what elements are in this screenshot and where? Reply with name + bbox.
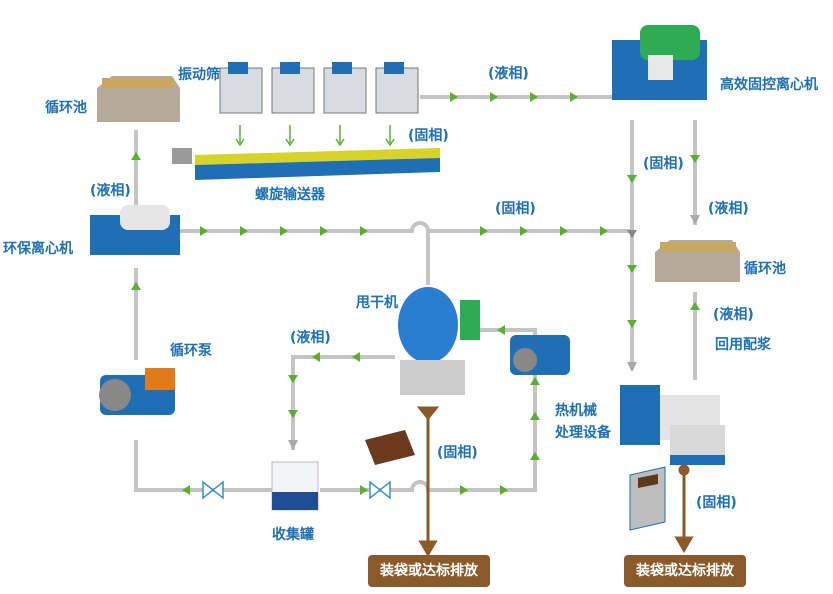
vibrating-screens	[219, 62, 419, 114]
valve-icon	[202, 480, 224, 500]
solids-pile	[365, 430, 415, 465]
pipe-bottom-left	[134, 440, 272, 492]
thermal-equipment	[620, 385, 725, 465]
phase-liquid-reuse: (液相)	[713, 307, 754, 323]
label-screw-conveyor: 螺旋输送器	[255, 187, 325, 203]
phase-solid-bag: (固相)	[696, 495, 737, 511]
phase-solid-right: (固相)	[643, 156, 684, 172]
bulk-bag	[629, 466, 666, 531]
screw-conveyor	[172, 148, 440, 180]
phase-liquid-left: (液相)	[90, 183, 131, 199]
dryer	[398, 287, 480, 395]
circulating-tank-right	[655, 240, 740, 282]
valve-icon	[369, 480, 391, 500]
pipe-middle	[178, 221, 632, 233]
pump-right	[510, 335, 570, 375]
collection-tank	[271, 461, 319, 511]
phase-liquid-right: (液相)	[708, 201, 749, 217]
label-circulating-tank-left: 循环池	[45, 100, 87, 116]
high-efficiency-centrifuge	[612, 25, 707, 100]
phase-liquid-dryer: (液相)	[290, 330, 331, 346]
circulating-tank-left	[97, 76, 180, 122]
discharge-box-right: 装袋或达标排放	[624, 555, 746, 587]
env-centrifuge	[90, 205, 180, 255]
label-circulating-pump: 循环泵	[170, 343, 212, 359]
label-dryer: 甩干机	[356, 295, 398, 311]
label-collection-tank: 收集罐	[272, 527, 314, 543]
phase-solid-bottom: (固相)	[437, 445, 478, 461]
flow-arrows	[131, 92, 700, 495]
circulating-pump-left	[99, 368, 175, 415]
phase-solid-screens: (固相)	[408, 128, 449, 144]
discharge-box-left: 装袋或达标排放	[368, 555, 490, 587]
label-reuse: 回用配浆	[715, 337, 771, 353]
label-vibrating-screen: 振动筛	[178, 67, 220, 83]
pipe-dryer-liquid	[291, 355, 395, 450]
label-env-centrifuge: 环保离心机	[3, 241, 73, 257]
phase-solid-middle: (固相)	[495, 201, 536, 217]
phase-liquid-top: (液相)	[488, 66, 529, 82]
label-circulating-tank-right: 循环池	[744, 261, 786, 277]
label-high-eff-centrifuge: 高效固控离心机	[720, 77, 818, 93]
label-thermal-equipment: 热机械 处理设备	[555, 403, 611, 441]
